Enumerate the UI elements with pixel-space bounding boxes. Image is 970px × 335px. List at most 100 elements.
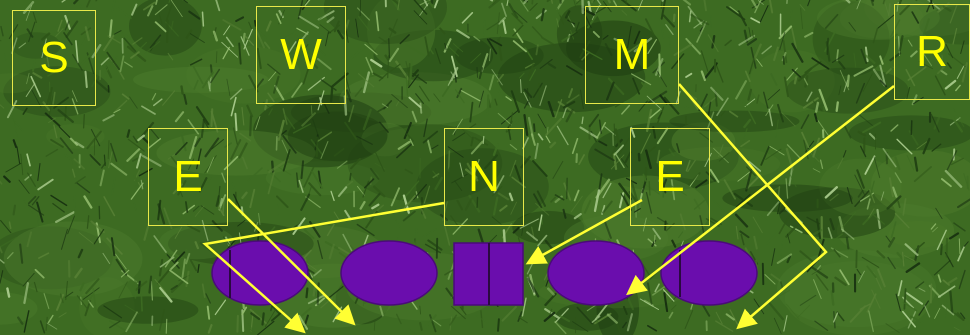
grass-blade (356, 135, 373, 145)
grass-blade (409, 138, 414, 146)
grass-blade (396, 143, 412, 159)
grass-blade (174, 111, 185, 123)
grass-blade (637, 152, 641, 162)
grass-blade (835, 101, 839, 112)
grass-blade (157, 203, 166, 225)
grass-blade (452, 43, 464, 53)
grass-blade (647, 324, 658, 332)
grass-blade (674, 81, 685, 93)
grass-blade (25, 4, 33, 21)
grass-blade (578, 154, 585, 165)
grass-blade (221, 172, 226, 183)
grass-blade (30, 75, 42, 98)
grass-blade (148, 275, 153, 294)
grass-blade (275, 136, 278, 151)
grass-blade (247, 167, 263, 182)
grass-blade (189, 259, 198, 272)
grass-blade (255, 29, 265, 49)
grass-blade (894, 212, 910, 229)
grass-blade (626, 313, 633, 332)
grass-blade (642, 264, 651, 277)
grass-blade (866, 293, 877, 313)
grass-blade (859, 145, 867, 158)
grass-blade (693, 20, 705, 29)
grass-blade (94, 79, 110, 93)
grass-blade (545, 117, 562, 136)
grass-blade (61, 0, 67, 3)
grass-blade (910, 50, 918, 58)
grass-blade (678, 231, 684, 239)
grass-blade (59, 137, 74, 154)
grass-blade (174, 141, 188, 156)
grass-blade (565, 108, 574, 123)
grass-blade (913, 166, 932, 183)
grass-blade (230, 139, 242, 160)
grass-blade (889, 52, 902, 62)
grass-blade (505, 96, 512, 102)
grass-blade (296, 213, 302, 229)
grass-blade (637, 0, 643, 11)
grass-blade (922, 18, 930, 36)
grass-blade (189, 58, 203, 66)
grass-blade (217, 204, 225, 217)
grass-blade (547, 100, 555, 118)
grass-blade (0, 270, 4, 284)
grass-blade (100, 57, 110, 66)
grass-blade (613, 37, 622, 44)
grass-blade (304, 0, 311, 7)
grass-blade (419, 102, 423, 114)
grass-blade (535, 202, 550, 216)
grass-blade (470, 136, 474, 147)
grass-blade (28, 21, 36, 43)
grass-blade (811, 57, 830, 70)
grass-blade (765, 148, 782, 160)
grass-blade (154, 4, 168, 16)
grass-blade (406, 133, 414, 142)
grass-blade (529, 69, 537, 82)
grass-blade (198, 177, 208, 193)
label-n: N (444, 128, 524, 226)
grass-blade (544, 239, 554, 250)
grass-blade (756, 58, 763, 67)
grass-blade (492, 143, 499, 157)
grass-blade (957, 198, 970, 209)
grass-blade (803, 78, 809, 86)
grass-blade (841, 228, 855, 240)
grass-blade (134, 41, 147, 55)
grass-blade (287, 41, 297, 55)
grass-blade (207, 324, 213, 334)
grass-blade (16, 146, 21, 165)
grass-blade (699, 132, 714, 143)
grass-blade (556, 18, 559, 28)
grass-patch (864, 0, 970, 37)
grass-blade (665, 24, 674, 36)
grass-blade (316, 131, 333, 143)
grass-blade (761, 45, 772, 55)
grass-blade (116, 6, 132, 20)
grass-blade (594, 301, 610, 321)
grass-blade (621, 104, 631, 115)
grass-blade (153, 235, 167, 253)
grass-blade (268, 71, 277, 81)
grass-blade (205, 293, 211, 304)
player-oval-3 (547, 240, 645, 306)
grass-blade (405, 43, 425, 57)
arrow-e-left-to-bottom (227, 198, 356, 326)
grass-blade (229, 88, 243, 100)
grass-blade (638, 100, 648, 112)
grass-blade (815, 101, 820, 113)
grass-blade (220, 194, 227, 207)
grass-blade (32, 72, 43, 79)
grass-blade (326, 284, 346, 300)
grass-blade (524, 47, 534, 61)
grass-blade (582, 10, 592, 28)
grass-blade (23, 310, 30, 333)
grass-blade (170, 0, 183, 18)
grass-blade (64, 14, 71, 30)
grass-blade (47, 314, 54, 324)
grass-blade (241, 191, 248, 200)
grass-blade (486, 94, 490, 116)
grass-blade (937, 66, 945, 75)
grass-blade (746, 174, 762, 190)
